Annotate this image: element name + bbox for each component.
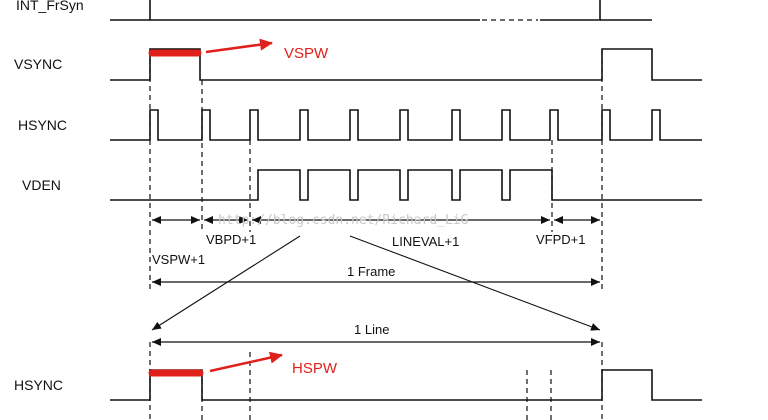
frame-guides xyxy=(149,50,603,290)
label-hsync: HSYNC xyxy=(18,117,67,133)
label-hspw-red: HSPW xyxy=(292,360,338,377)
hsync-line-waveform xyxy=(110,369,702,401)
label-vden: VDEN xyxy=(22,177,61,193)
label-vspw-plus: VSPW+1 xyxy=(152,252,205,267)
hsync-waveform xyxy=(110,109,702,141)
zoom-lines xyxy=(151,235,601,331)
label-vspw-red: VSPW xyxy=(284,45,329,62)
one-line-span: 1 Line xyxy=(152,322,600,346)
label-vfpd: VFPD+1 xyxy=(536,232,586,247)
label-vbpd: VBPD+1 xyxy=(206,232,256,247)
line-guides xyxy=(149,342,603,420)
label-one-line: 1 Line xyxy=(354,322,389,337)
label-vsync: VSYNC xyxy=(14,56,62,72)
vden-waveform xyxy=(110,169,702,201)
hspw-highlight: HSPW xyxy=(148,351,338,377)
label-int-frsyn: INT_FrSyn xyxy=(16,0,84,13)
label-one-frame: 1 Frame xyxy=(347,264,395,279)
watermark: http://blog.csdn.net/Richard_LiG xyxy=(218,213,469,228)
label-lineval: LINEVAL+1 xyxy=(392,234,459,249)
vspw-highlight: VSPW xyxy=(148,38,329,62)
one-frame-span: 1 Frame xyxy=(152,264,600,286)
int-frsyn-waveform xyxy=(110,0,652,21)
label-hsync-line: HSYNC xyxy=(14,377,63,393)
vsync-waveform xyxy=(110,48,702,81)
